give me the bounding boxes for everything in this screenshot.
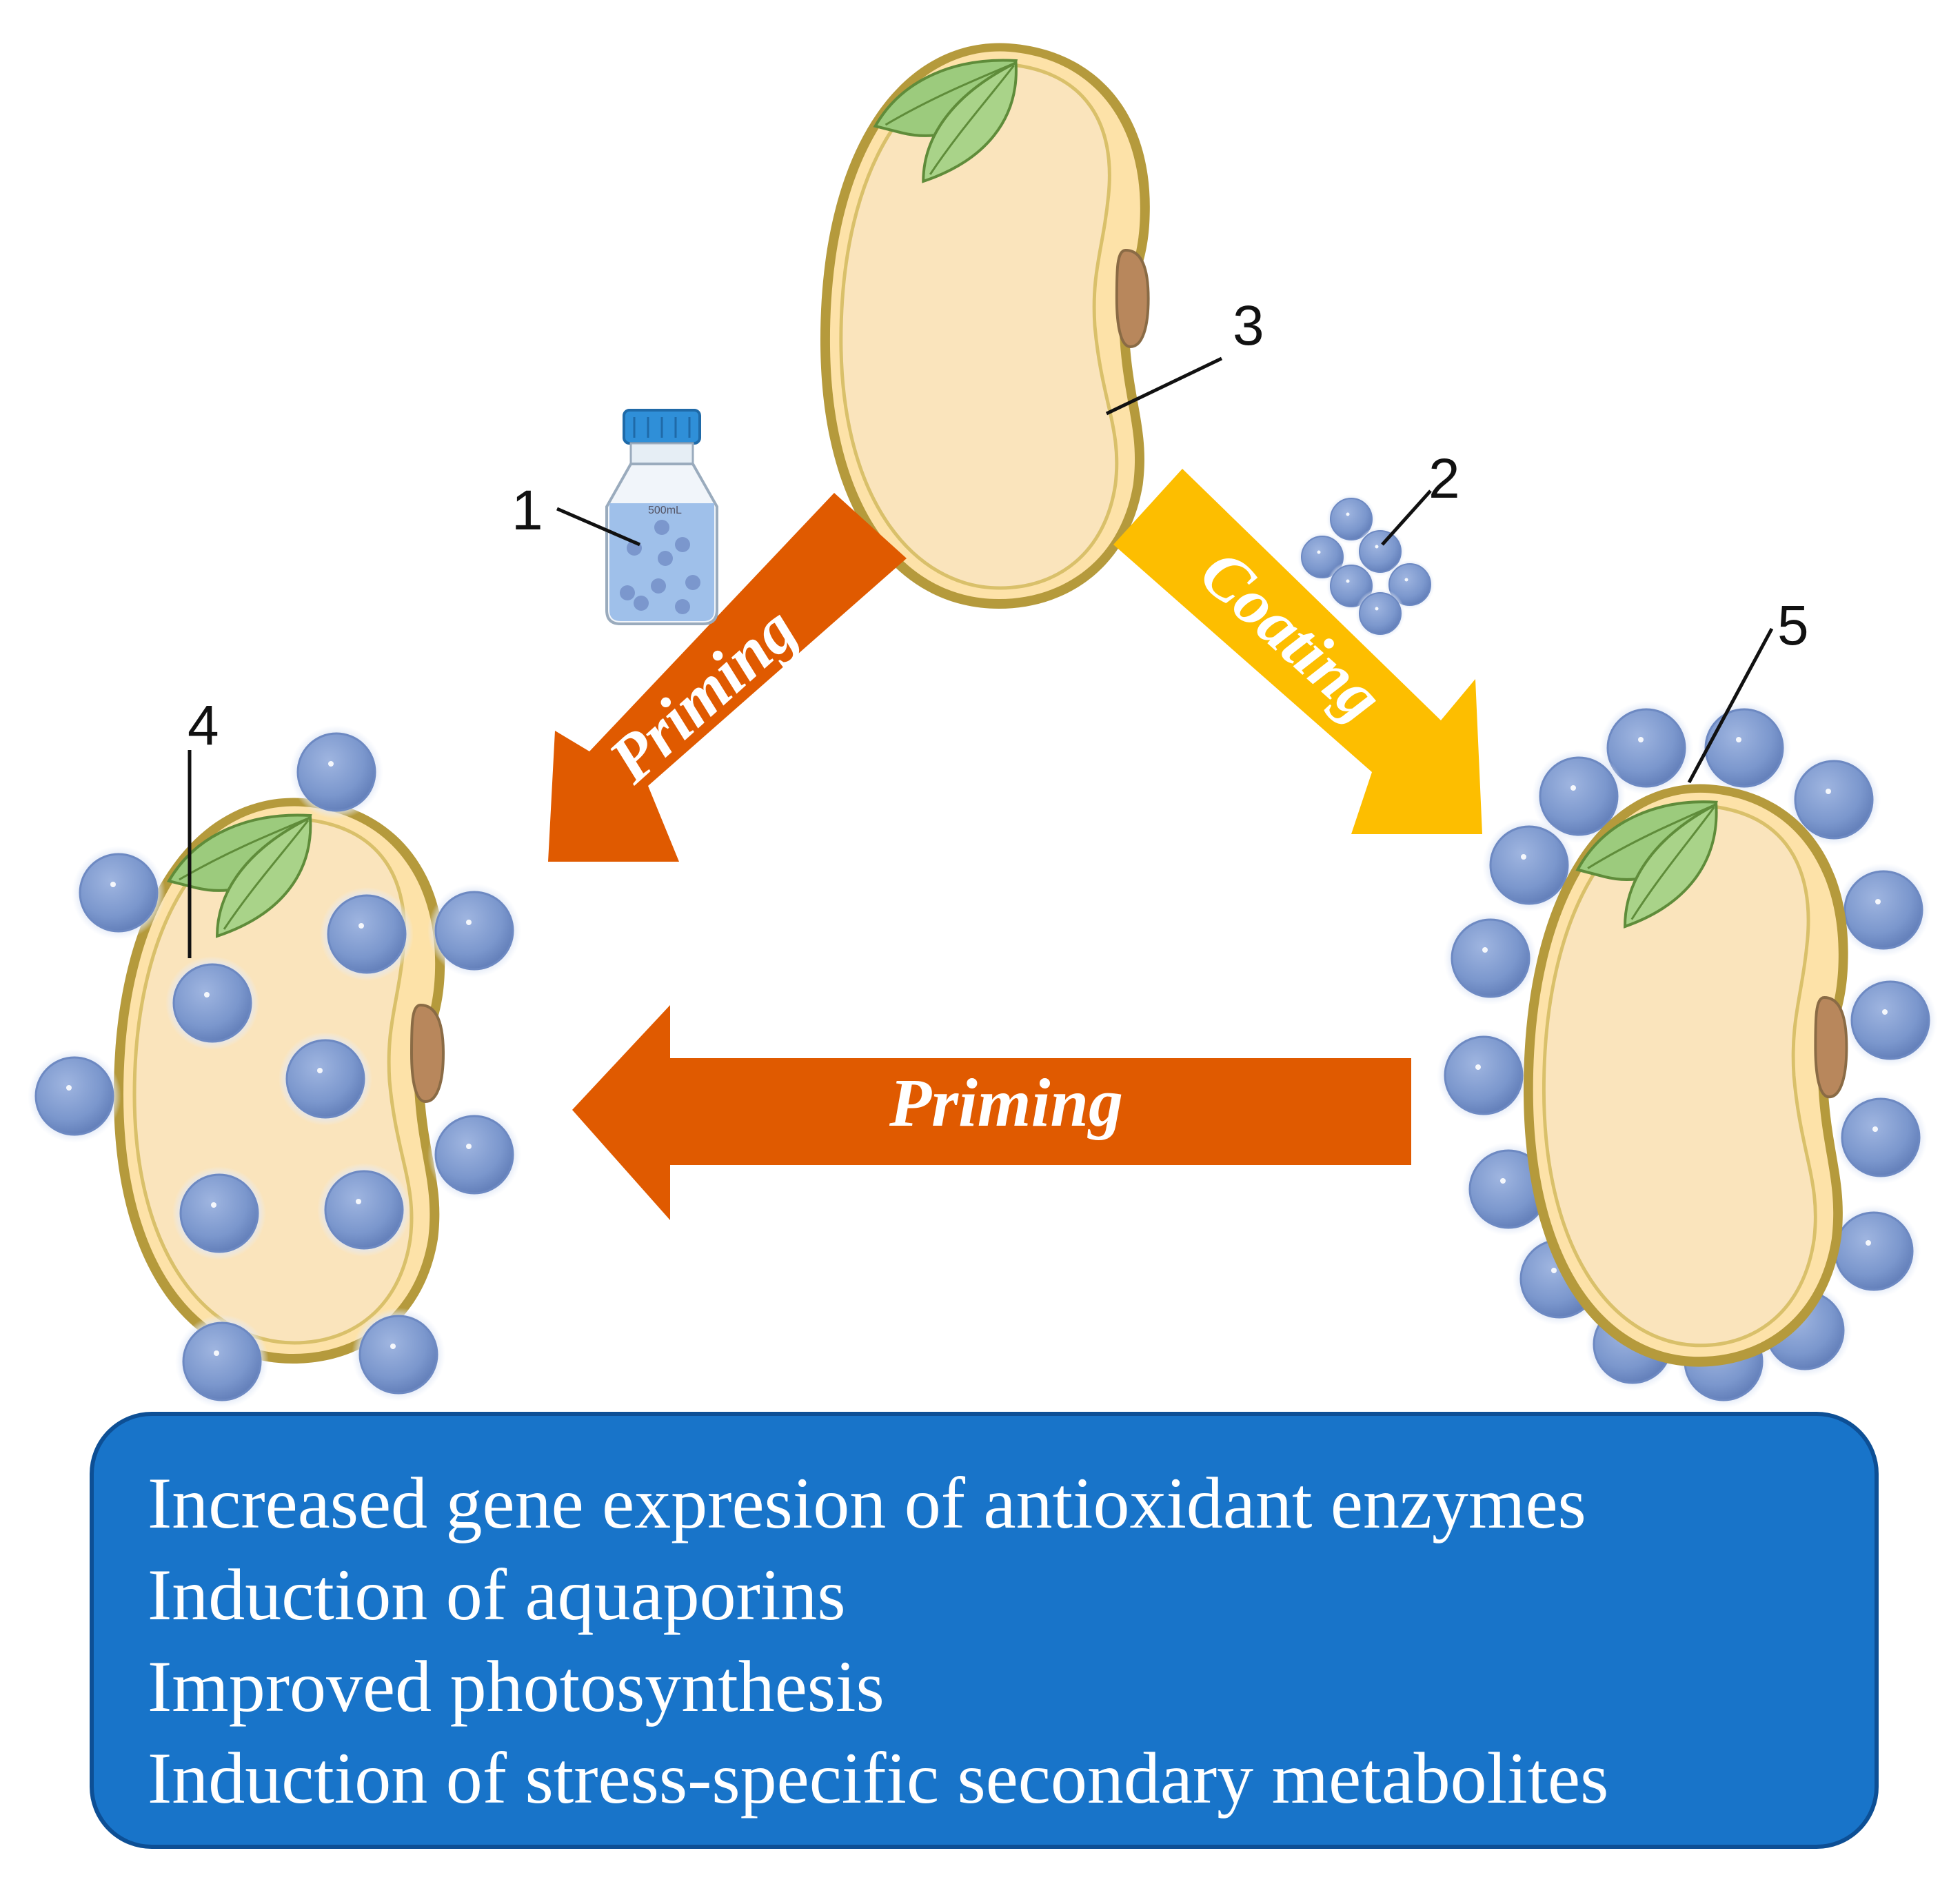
effects-box: Increased gene expresion of antioxidant … [90,1412,1879,1849]
coated-seed [1435,700,1939,1410]
coating-arrow-diagonal: Coating [1113,469,1482,834]
priming-arrow-horizontal: Priming [572,1005,1411,1220]
callout-3: 3 [1105,294,1264,416]
effect-item: Induction of stress-specific secondary m… [148,1738,1609,1819]
effect-item: Increased gene expresion of antioxidant … [148,1463,1586,1543]
priming-arrow-diagonal: Priming [548,493,907,862]
callout-5: 5 [1687,594,1809,784]
priming-arrow-label-horizontal: Priming [889,1064,1123,1141]
effect-item: Induction of aquaporins [148,1554,846,1635]
label-1: 1 [512,479,543,542]
label-4: 4 [188,694,219,757]
callout-2: 2 [1381,447,1460,546]
callout-1: 1 [512,479,640,547]
bottle-icon: 500mL [605,409,718,625]
label-2: 2 [1428,447,1460,510]
effect-item: Improved photosynthesis [148,1646,885,1727]
label-5: 5 [1777,594,1809,657]
primed-seed [26,724,523,1410]
label-3: 3 [1233,294,1264,357]
callout-4: 4 [188,694,219,958]
raw-seed [820,43,1150,609]
bottle-volume: 500mL [648,505,682,516]
